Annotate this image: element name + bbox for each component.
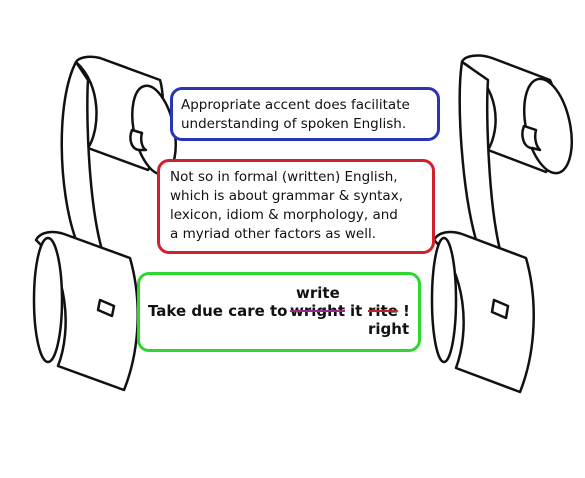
- left-scroll-icon: [28, 0, 178, 400]
- sentence-it: it: [350, 302, 363, 320]
- struck-word-rite: rite: [368, 302, 398, 320]
- take-care-box: write Take due care to wright it rite ! …: [137, 272, 421, 352]
- accent-note-box: Appropriate accent does facilitate under…: [170, 87, 440, 141]
- correction-write: write: [296, 284, 340, 302]
- formal-english-line-3: lexicon, idiom & morphology, and: [170, 207, 398, 223]
- correction-right: right: [368, 320, 410, 338]
- formal-english-line-2: which is about grammar & syntax,: [170, 188, 403, 204]
- formal-english-box: Not so in formal (written) English, whic…: [157, 159, 435, 254]
- right-scroll-icon: [428, 0, 585, 400]
- sentence-start: Take due care to: [148, 302, 288, 320]
- formal-english-line-1: Not so in formal (written) English,: [170, 169, 398, 185]
- struck-word-wright: wright: [290, 302, 345, 320]
- accent-note-line-2: understanding of spoken English.: [181, 116, 407, 132]
- formal-english-line-4: a myriad other factors as well.: [170, 226, 377, 242]
- sentence-end: !: [403, 302, 410, 320]
- accent-note-line-1: Appropriate accent does facilitate: [181, 97, 410, 113]
